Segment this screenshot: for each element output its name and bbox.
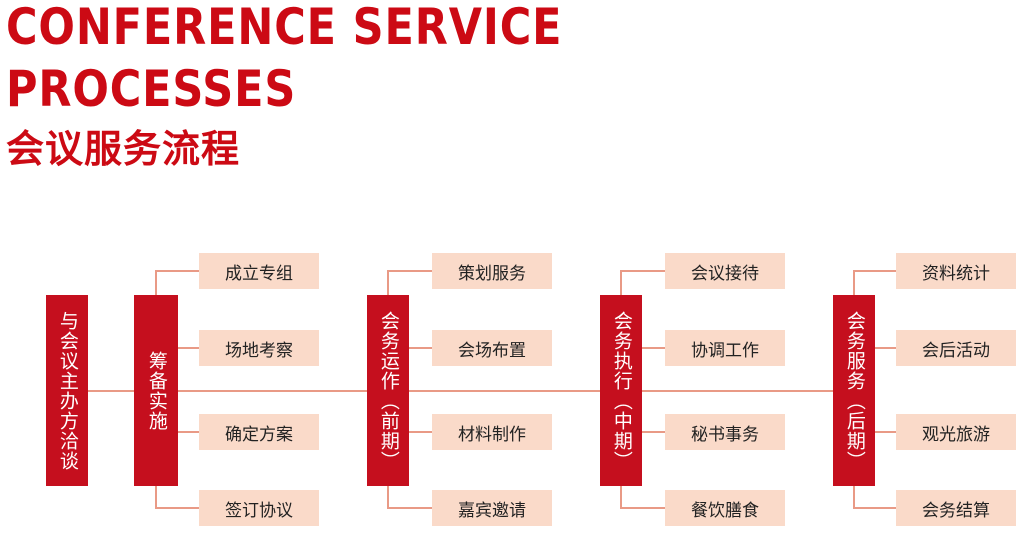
stage-2-tick-2 (387, 347, 432, 349)
stage-1-task-1: 成立专组 (199, 253, 319, 289)
stage-1-task-4: 签订协议 (199, 490, 319, 526)
stage-2-box: 会务运作（前期） (367, 295, 409, 486)
stage-2-tick-3 (387, 431, 432, 433)
stage-4-box: 会务服务（后期） (833, 295, 875, 486)
stage-3-box: 会务执行（中期） (600, 295, 642, 486)
stage-1-task-3: 确定方案 (199, 414, 319, 450)
stage-4-task-4: 会务结算 (896, 490, 1016, 526)
main-connector (88, 390, 833, 392)
stage-3-tick-1 (620, 270, 665, 272)
stage-1-tick-1 (155, 270, 199, 272)
title-english-line-2: PROCESSES (6, 60, 297, 118)
stage-2-tick-1 (387, 270, 432, 272)
stage-4-task-2: 会后活动 (896, 330, 1016, 366)
title-chinese: 会议服务流程 (6, 127, 241, 171)
stage-3-task-3: 秘书事务 (665, 414, 785, 450)
stage-3-task-2: 协调工作 (665, 330, 785, 366)
stage-2-task-1: 策划服务 (432, 253, 552, 289)
stage-4-task-1: 资料统计 (896, 253, 1016, 289)
stage-1-tick-4 (155, 507, 199, 509)
stage-2-task-2: 会场布置 (432, 330, 552, 366)
stage-2-task-4: 嘉宾邀请 (432, 490, 552, 526)
start-box: 与会议主办方洽谈 (46, 295, 88, 486)
stage-2-tick-4 (387, 507, 432, 509)
stage-1-box: 筹备实施 (134, 295, 178, 486)
stage-3-tick-2 (620, 347, 665, 349)
stage-3-tick-3 (620, 431, 665, 433)
stage-2-task-3: 材料制作 (432, 414, 552, 450)
stage-4-tick-4 (853, 507, 896, 509)
stage-4-tick-1 (853, 270, 896, 272)
title-english-line-1: CONFERENCE SERVICE (6, 0, 563, 56)
stage-1-task-2: 场地考察 (199, 330, 319, 366)
stage-3-task-4: 餐饮膳食 (665, 490, 785, 526)
stage-3-task-1: 会议接待 (665, 253, 785, 289)
stage-4-task-3: 观光旅游 (896, 414, 1016, 450)
stage-3-tick-4 (620, 507, 665, 509)
